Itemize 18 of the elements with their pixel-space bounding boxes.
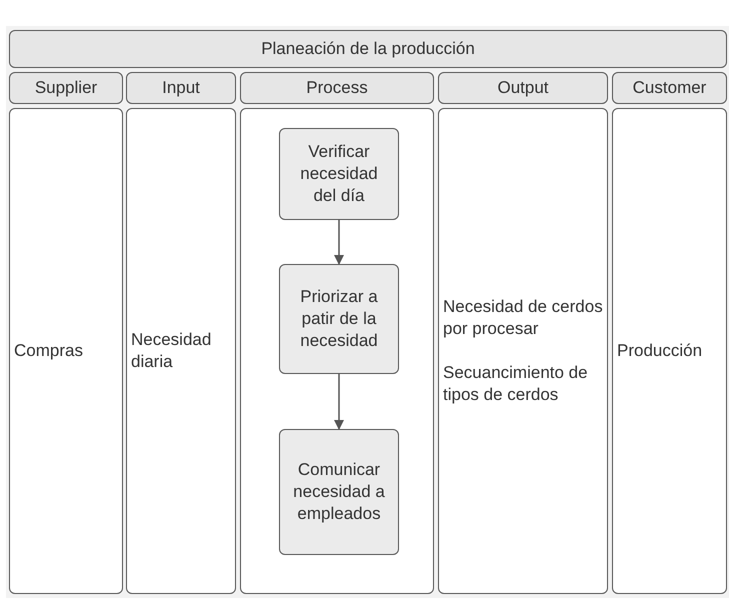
column-panel: Producción [612,108,727,594]
column-header: Process [240,72,434,104]
process-box: Comunicar necesidad a empleados [279,429,399,555]
column-panel [438,108,608,594]
process-box: Priorizar a patir de la necesidad [279,264,399,374]
column-header: Input [126,72,236,104]
arrow [334,374,344,430]
column-panel: Necesidad diaria [126,108,236,594]
arrow [334,220,344,265]
column-panel: Compras [9,108,123,594]
column-header: Output [438,72,608,104]
column-header: Supplier [9,72,123,104]
process-box: Verificar necesidad del día [279,128,399,220]
title-band: Planeación de la producción [9,30,727,68]
column-header: Customer [612,72,727,104]
output-text: Secuancimiento de tipos de cerdos [443,362,589,406]
output-text: Necesidad de cerdos por procesar [443,296,603,340]
column-panel [240,108,434,594]
